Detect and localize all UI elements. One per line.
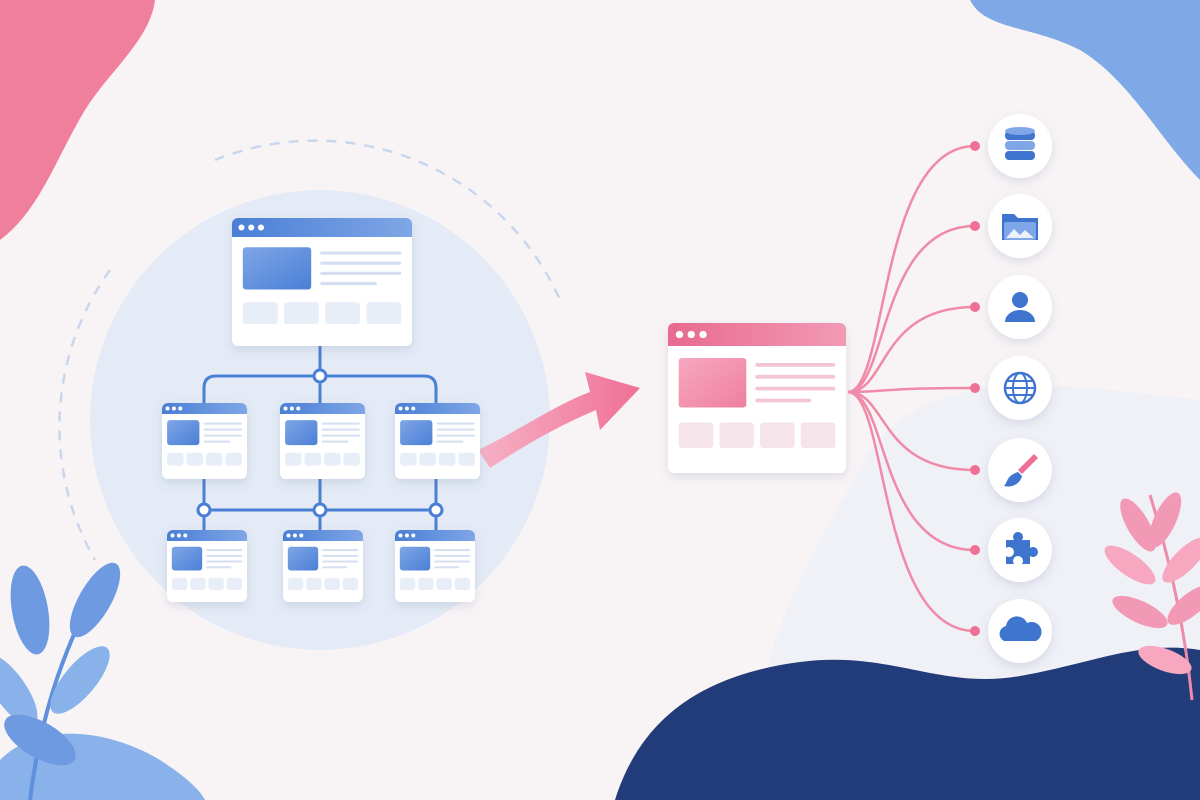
image-placeholder: [242, 247, 312, 290]
image-placeholder: [171, 546, 203, 571]
dashed-orbit-left: [58, 269, 112, 561]
window-titlebar: [167, 530, 247, 541]
window-titlebar: [395, 530, 475, 541]
window-titlebar: [283, 530, 363, 541]
connector-curve: [847, 390, 976, 472]
cloud-icon: [988, 599, 1052, 663]
blue-plant: [0, 562, 121, 800]
puzzle-piece-icon: [988, 518, 1052, 582]
root-window: [232, 218, 412, 346]
connector-dot: [970, 465, 980, 475]
level-2-window: [283, 530, 363, 602]
dashed-orbit: [214, 139, 562, 301]
connector-curve: [847, 305, 976, 394]
target-window: [668, 323, 846, 473]
level-1-window: [162, 403, 247, 479]
transform-arrow: [478, 372, 640, 468]
connector-dot: [970, 626, 980, 636]
connector-dot: [970, 302, 980, 312]
window-titlebar: [232, 218, 412, 237]
database-icon: [988, 114, 1052, 178]
connector-curve: [847, 224, 976, 394]
connector-dot: [970, 221, 980, 231]
level-2-window: [395, 530, 475, 602]
image-placeholder: [678, 358, 747, 408]
image-placeholder: [287, 546, 319, 571]
connector-curve: [847, 390, 976, 633]
connector-dot: [970, 545, 980, 555]
image-placeholder: [400, 420, 433, 446]
navy-blob: [615, 647, 1200, 800]
light-blob-right: [760, 385, 1200, 700]
image-placeholder: [167, 420, 200, 446]
user-icon: [988, 275, 1052, 339]
window-titlebar: [395, 403, 480, 414]
connector-curve: [847, 386, 976, 394]
integration-connectors: [847, 141, 980, 636]
pink-blob: [0, 0, 155, 240]
windows-layer: [162, 218, 846, 602]
connector-dot: [970, 141, 980, 151]
paintbrush-icon: [988, 438, 1052, 502]
level-1-window: [280, 403, 365, 479]
window-titlebar: [162, 403, 247, 414]
pink-plant: [1104, 492, 1200, 701]
globe-icon: [988, 356, 1052, 420]
window-titlebar: [280, 403, 365, 414]
image-placeholder: [285, 420, 318, 446]
tree-connectors: [196, 346, 444, 530]
window-titlebar: [668, 323, 846, 346]
folder-image-icon: [988, 194, 1052, 258]
connector-curve: [847, 390, 976, 552]
level-2-window: [167, 530, 247, 602]
connector-dot: [970, 383, 980, 393]
level-1-window: [395, 403, 480, 479]
integration-icons: [988, 114, 1052, 663]
blue-blob-top-right: [970, 0, 1200, 180]
connector-curve: [847, 144, 976, 394]
image-placeholder: [399, 546, 431, 571]
